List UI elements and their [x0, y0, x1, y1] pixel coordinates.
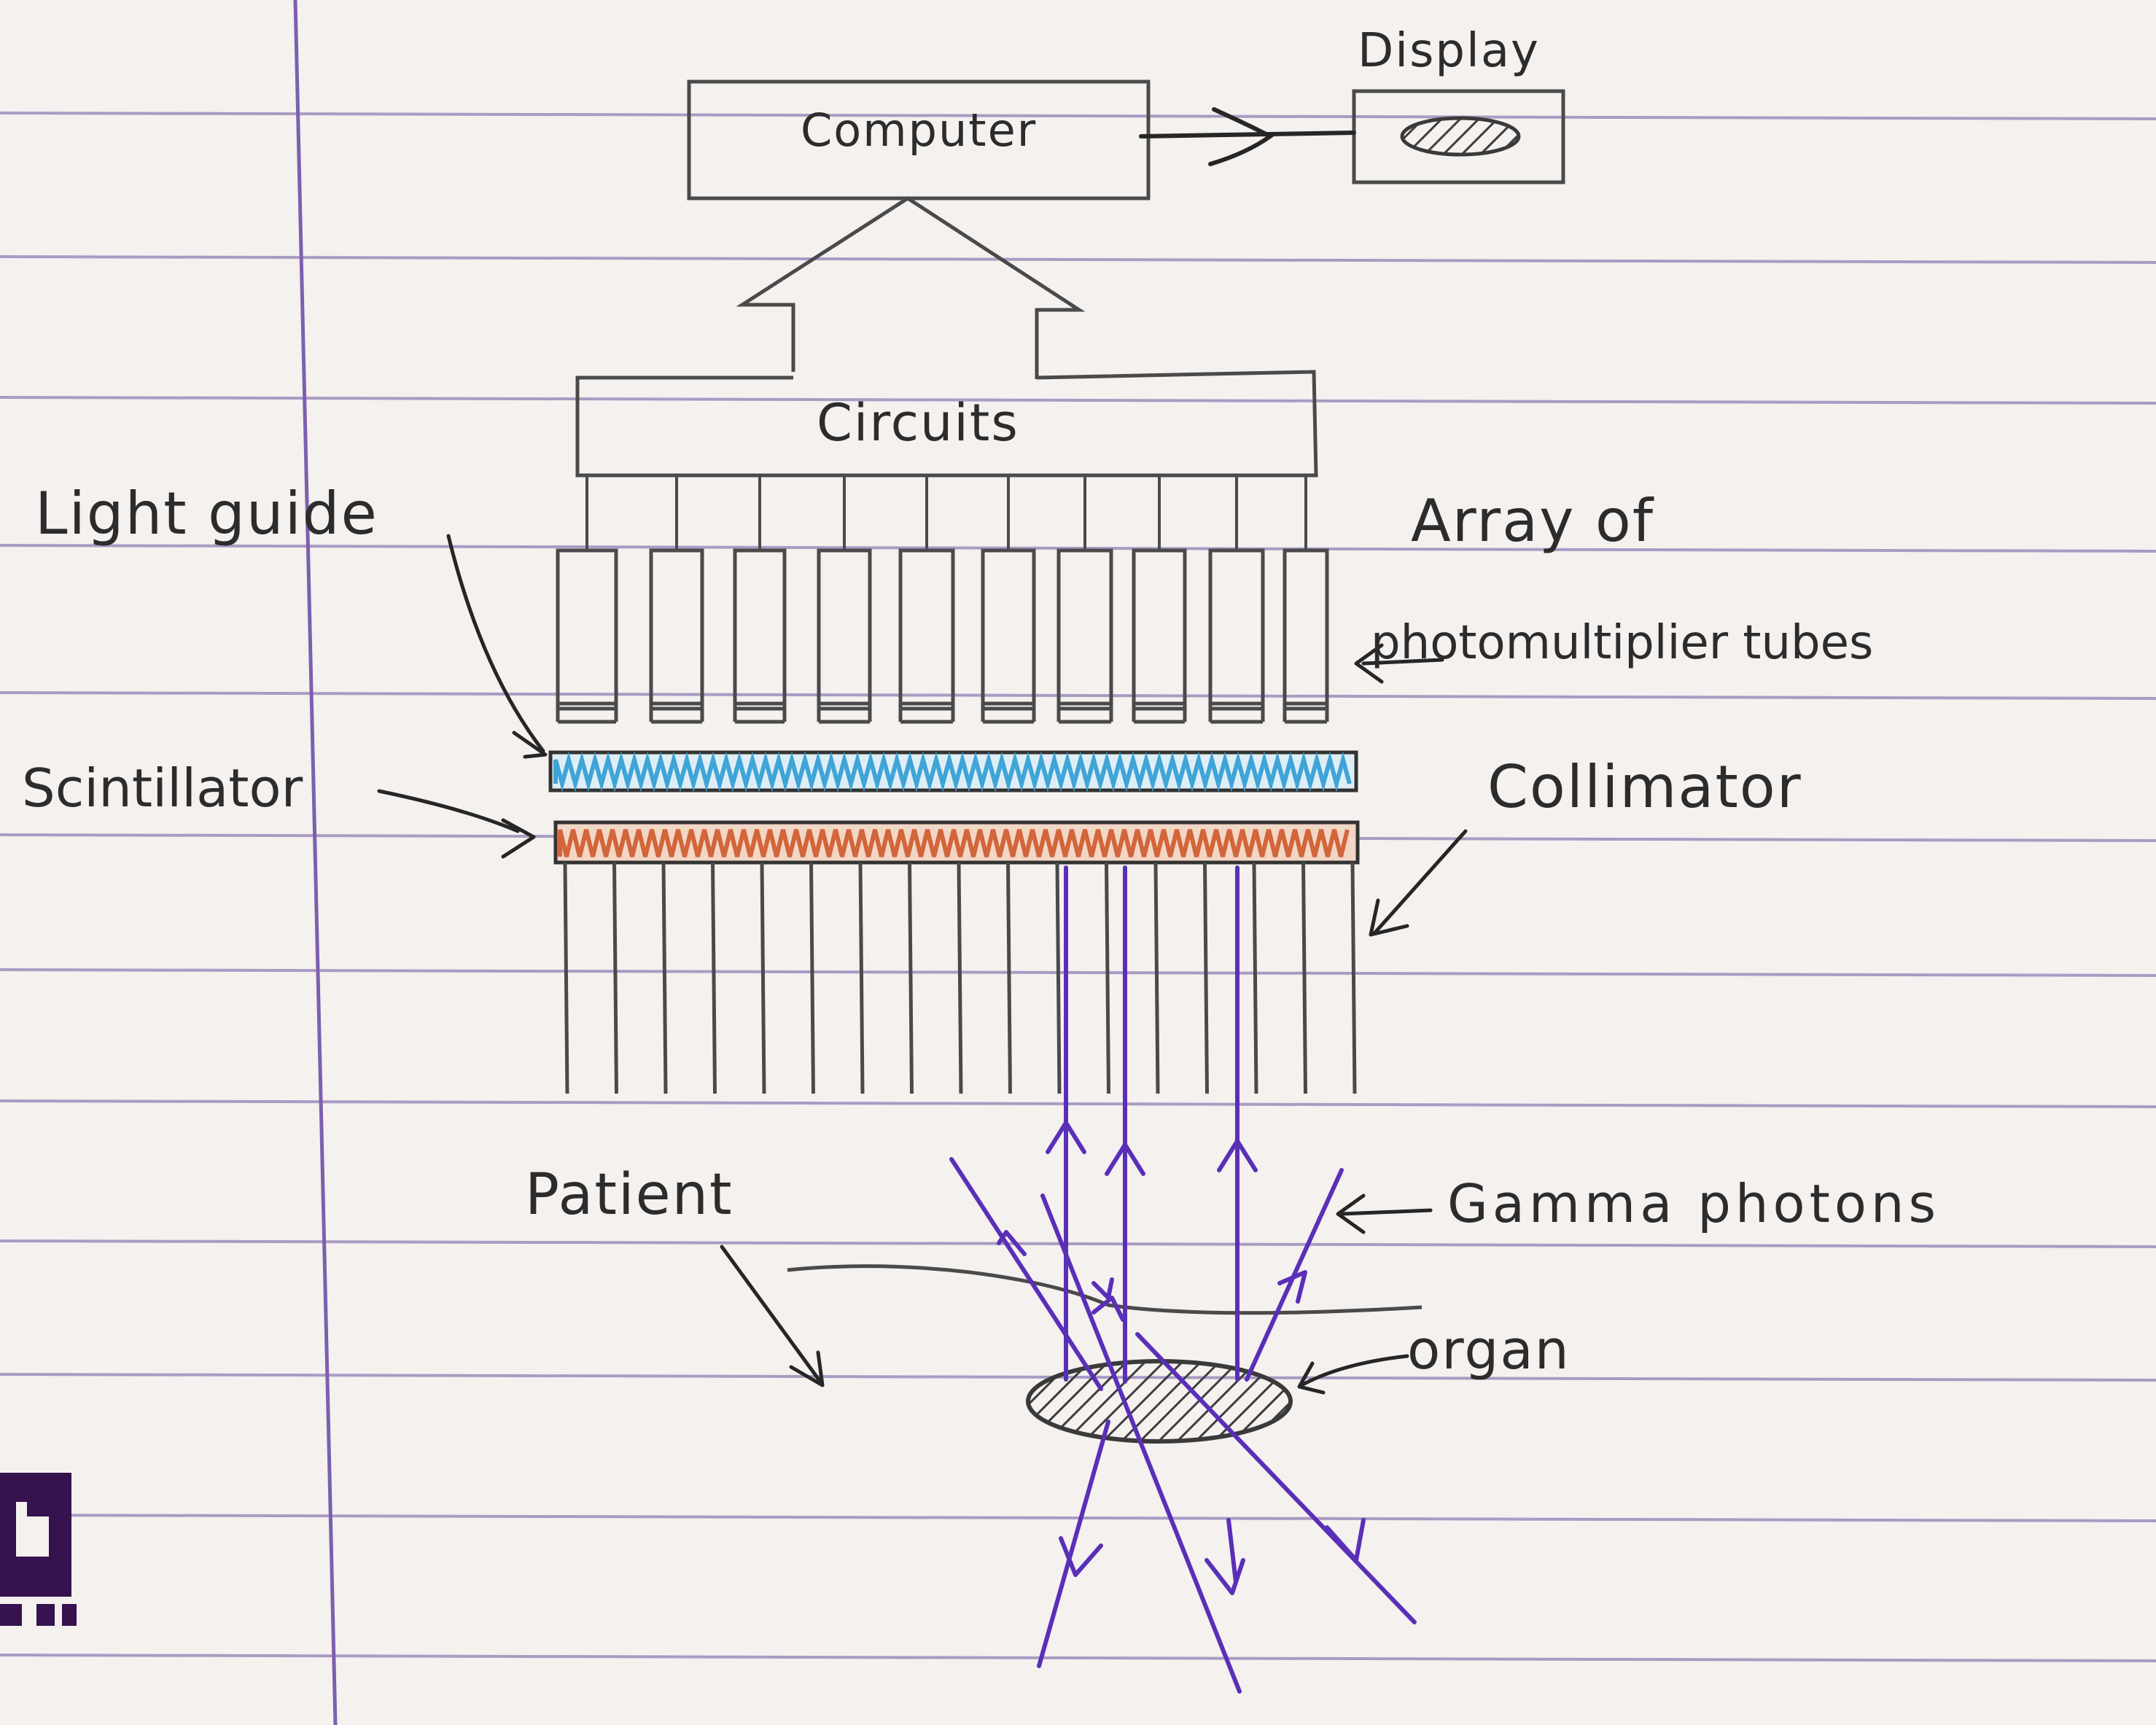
ruled-line — [0, 691, 2156, 700]
computer-to-display-arrow — [1139, 107, 1356, 166]
purple-corner-logo — [0, 1473, 77, 1626]
photomultiplier-tube — [649, 548, 704, 706]
light-guide-label: Light guide — [35, 480, 378, 548]
collimator-septum — [1055, 862, 1062, 1094]
patient-body-outline — [787, 1264, 1423, 1315]
ruled-line — [0, 1099, 2156, 1108]
gamma-photon-rays — [949, 865, 1417, 1694]
collimator-septum — [563, 862, 569, 1094]
collimator-septum — [612, 862, 618, 1094]
circuits-box — [575, 370, 1318, 478]
organ-pointer — [1299, 1354, 1409, 1387]
collimator-septum — [1006, 862, 1012, 1094]
photomultiplier-tube — [733, 548, 787, 706]
computer-box — [687, 79, 1151, 200]
circuits-label: Circuits — [817, 393, 1019, 453]
display-organ-image — [1400, 116, 1521, 157]
collimator-septum — [957, 862, 963, 1094]
collimator-label: Collimator — [1487, 753, 1802, 821]
patient-label: Patient — [525, 1162, 733, 1228]
photomultiplier-tube — [1056, 548, 1113, 706]
collimator-pointer — [1372, 829, 1468, 935]
gamma-photons-pointer — [1339, 1208, 1433, 1216]
collimator-septum — [1350, 862, 1357, 1094]
photomultiplier-pointer — [1361, 658, 1444, 666]
photomultiplier-tube — [981, 548, 1036, 706]
collimator-septum — [1105, 862, 1110, 1094]
ruled-line — [0, 1654, 2156, 1662]
collimator-septum — [1203, 862, 1209, 1094]
tube-connector-wires — [585, 475, 1307, 550]
gamma-photons-label: Gamma photons — [1447, 1173, 1941, 1234]
ruled-line — [0, 1239, 2156, 1248]
display-box — [1352, 89, 1565, 184]
collimator-septa — [563, 862, 1357, 1094]
light-guide-layer — [548, 750, 1358, 793]
photomultiplier-tube — [1283, 548, 1329, 706]
collimator-septum — [661, 862, 668, 1094]
ruled-line — [0, 544, 2156, 553]
display-label: Display — [1358, 24, 1540, 78]
data-block-arrow — [736, 196, 1086, 379]
photomultiplier-tube — [898, 548, 955, 706]
photomultiplier-tube — [1208, 548, 1265, 706]
light-guide-pointer — [446, 534, 545, 753]
photomultiplier-tube-array — [556, 548, 1329, 724]
scintillator-pointer — [377, 789, 520, 833]
organ-label: organ — [1407, 1319, 1571, 1382]
patient-pointer — [720, 1245, 822, 1384]
photomultiplier-tubes-label: photomultiplier tubes — [1371, 616, 1874, 670]
scintillator-layer — [553, 820, 1360, 865]
collimator-septum — [1252, 862, 1258, 1094]
computer-label: Computer — [801, 104, 1038, 157]
collimator-septum — [711, 862, 717, 1094]
collimator-septum — [858, 862, 865, 1094]
array-of-label: Array of — [1411, 487, 1655, 555]
photomultiplier-tube — [817, 548, 872, 706]
ruled-line — [0, 1514, 2156, 1522]
collimator-septum — [760, 862, 766, 1094]
scintillator-label: Scintillator — [22, 758, 303, 819]
collimator-septum — [1153, 862, 1160, 1094]
margin-line — [293, 0, 338, 1725]
ruled-line — [0, 968, 2156, 977]
collimator-septum — [908, 862, 914, 1094]
collimator-septum — [809, 862, 815, 1094]
photomultiplier-tube — [1132, 548, 1187, 706]
ruled-line — [0, 112, 2156, 120]
label-pointer-arrows — [377, 534, 1468, 1395]
ruled-line — [0, 396, 2156, 405]
photomultiplier-tube — [556, 548, 618, 706]
ruled-line — [0, 255, 2156, 264]
collimator-septum — [1301, 862, 1307, 1094]
